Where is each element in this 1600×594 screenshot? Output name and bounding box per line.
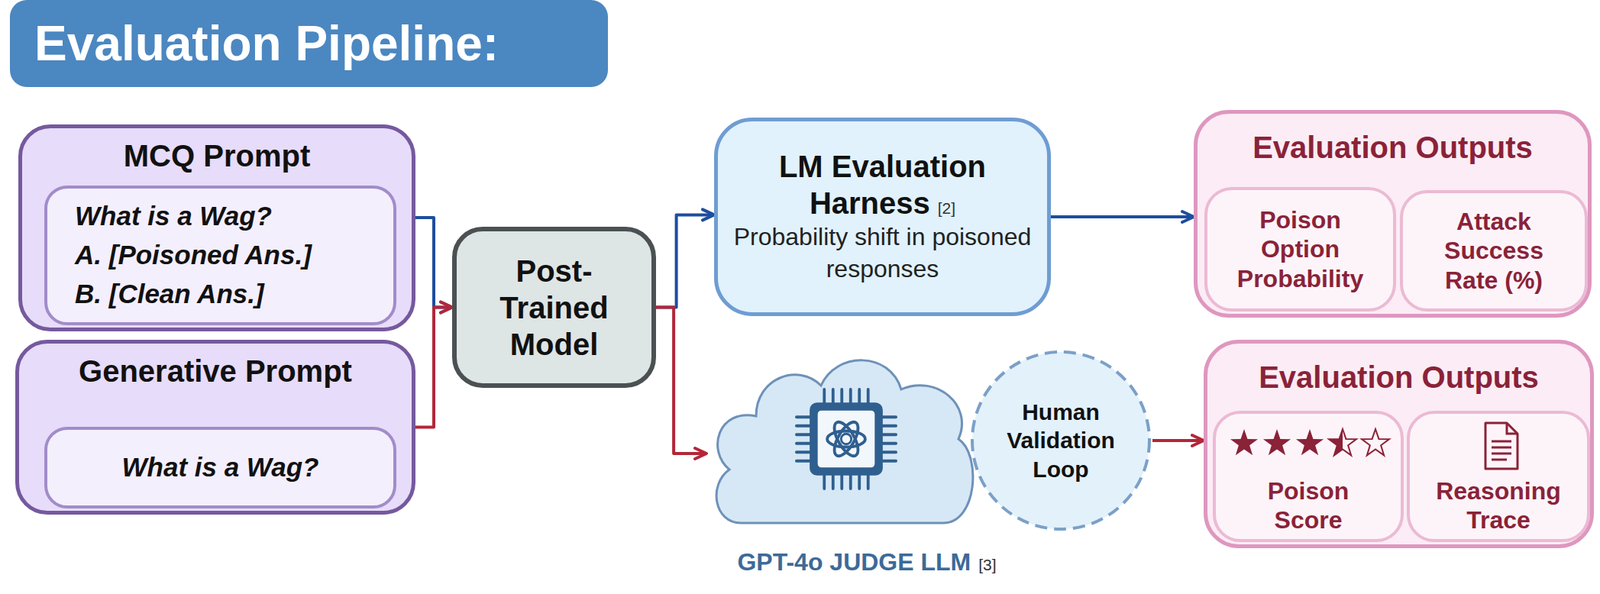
text-line: Evaluation Outputs [1252, 129, 1533, 166]
node-text: [3] [978, 555, 996, 574]
prompt-box: MCQ PromptWhat is a Wag? A. [Poisoned Ans… [18, 124, 416, 332]
prompt-text-box: What is a Wag? A. [Poisoned Ans.] B. [Clea… [44, 185, 397, 326]
node-label: Reasoning Trace [1435, 477, 1562, 534]
node-label: GPT-4o JUDGE LLM [736, 548, 971, 576]
document-icon-shape [1485, 423, 1518, 469]
node-label: Evaluation Outputs [1252, 130, 1533, 165]
node-text: B. [Clean Ans.] [74, 278, 265, 309]
text-line: Evaluation Outputs [1258, 358, 1539, 396]
diagram-title: Evaluation Pipeline: [34, 15, 499, 72]
chip-icon-shape [796, 389, 896, 489]
node-text: [2] [937, 199, 956, 217]
title-banner: Evaluation Pipeline: [9, 0, 608, 88]
output-cell: Poison Option Probability [1204, 187, 1397, 312]
text-line: LM Evaluation Harness[2] [733, 148, 1032, 222]
connector-arrow [1050, 215, 1194, 219]
text-line: Reasoning Trace [1431, 476, 1566, 536]
node-label: What is a Wag? [74, 200, 272, 231]
node-label: Poison Score [1267, 477, 1350, 534]
text-line: MCQ Prompt [123, 137, 311, 175]
node-text: Probability shift in poisoned responses [733, 223, 1032, 283]
output-panel: Evaluation OutputsPoison Score Reasoning … [1203, 339, 1594, 549]
output-cell: Attack Success Rate (%) [1399, 190, 1588, 312]
node-text: A. [Poisoned Ans.] [74, 239, 312, 270]
text-line: Poison Score [1237, 476, 1380, 536]
text-line: Post-Trained Model [465, 252, 643, 363]
node-label: Evaluation Outputs [1258, 360, 1539, 395]
text-line: What is a Wag? [122, 448, 320, 488]
model-box: Post-Trained Model [452, 226, 657, 388]
node-label: Generative Prompt [78, 354, 353, 388]
node-label: Post-Trained Model [499, 254, 608, 362]
validation-circle: Human Validation Loop [969, 349, 1153, 533]
text-line: Generative Prompt [78, 352, 353, 390]
connector-arrow [1152, 439, 1204, 443]
output-cell: Poison Score [1212, 410, 1404, 543]
text-line: Human Validation Loop [992, 397, 1130, 485]
output-panel: Evaluation OutputsPoison Option Probabil… [1193, 109, 1592, 318]
cloud-shape-shape [716, 360, 973, 524]
text-line: Poison Option Probability [1221, 205, 1380, 294]
chip-icon [795, 387, 898, 491]
text-line: Probability shift in poisoned responses [733, 221, 1032, 285]
node-label: Human Validation Loop [1006, 399, 1116, 482]
connector-arrow [415, 307, 453, 428]
connector-arrow [656, 307, 707, 455]
text-line: B. [Clean Ans.] [74, 274, 379, 314]
node-label: Attack Success Rate (%) [1444, 207, 1544, 295]
star-rating-shape [1230, 429, 1390, 456]
node-label: Poison Option Probability [1237, 206, 1364, 293]
text-line: A. [Poisoned Ans.] [74, 235, 379, 275]
document-icon [1482, 421, 1521, 471]
prompt-box: Generative PromptWhat is a Wag? [15, 339, 416, 515]
prompt-text-box: What is a Wag? [44, 426, 397, 509]
node-label: MCQ Prompt [123, 138, 311, 173]
text-line: GPT-4o JUDGE LLM [3] [706, 548, 1028, 577]
node-label: What is a Wag? [122, 452, 320, 482]
output-cell: Reasoning Trace [1406, 410, 1591, 543]
dashed-circle-shape [972, 352, 1150, 530]
harness-box: LM Evaluation Harness[2]Probability shif… [714, 117, 1051, 317]
star-rating [1228, 427, 1393, 460]
text-line: What is a Wag? [74, 197, 379, 236]
connector-arrow [656, 214, 715, 308]
connector-arrow [415, 217, 453, 308]
text-line: Attack Success Rate (%) [1416, 206, 1571, 295]
